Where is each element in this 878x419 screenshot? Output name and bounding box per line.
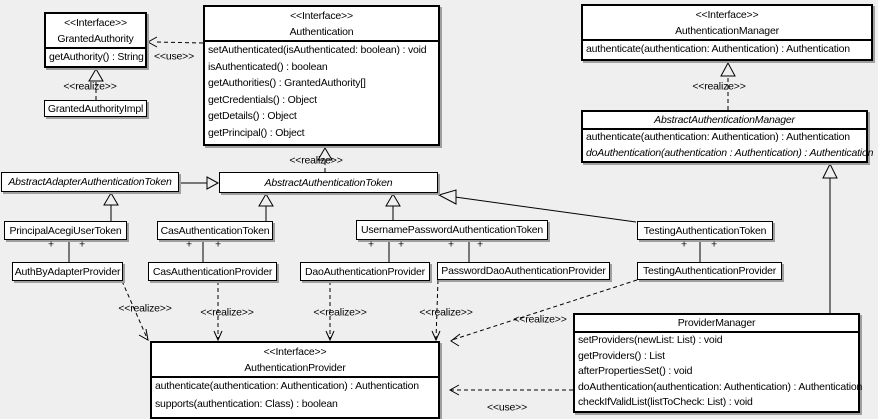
- class-name: PrincipalAcegiUserToken: [9, 224, 122, 237]
- realize-label: <<realize>>: [419, 306, 473, 319]
- class-name: CasAuthenticationProvider: [152, 265, 273, 278]
- realize-label: <<realize>>: [200, 306, 254, 319]
- association-plus: +: [711, 238, 717, 251]
- association-plus: +: [215, 238, 221, 251]
- method-label: authenticate(authentication: Authenticat…: [155, 380, 419, 392]
- class-password-dao-authentication-provider: PasswordDaoAuthenticationProvider: [437, 262, 610, 280]
- method-label: supports(authentication: Class) : boolea…: [155, 397, 338, 410]
- class-name: ProviderManager: [677, 317, 756, 329]
- realize-edge-abstractauthenticationtoken: [317, 147, 333, 172]
- class-name: AbstractAuthenticationToken: [264, 176, 393, 189]
- class-username-password-authentication-token: UsernamePasswordAuthenticationToken: [356, 220, 548, 240]
- class-cas-authentication-provider: CasAuthenticationProvider: [148, 262, 277, 281]
- realize-edge-casprovider: [213, 281, 223, 342]
- association-plus: +: [186, 238, 192, 251]
- class-granted-authority-impl: GrantedAuthorityImpl: [44, 100, 147, 117]
- generalization-edge-providermanager: [822, 162, 838, 313]
- association-plus: +: [368, 238, 374, 251]
- realize-edge-testingprovider: [450, 279, 638, 347]
- class-auth-by-adapter-provider: AuthByAdapterProvider: [12, 262, 123, 281]
- generalization-edge-castoken: [258, 193, 274, 221]
- method-label: doAuthentication(authentication: Authent…: [578, 380, 863, 393]
- class-testing-authentication-token: TestingAuthenticationToken: [637, 221, 773, 240]
- use-label: <<use>>: [153, 50, 195, 63]
- class-abstract-authentication-manager: AbstractAuthenticationManager authentica…: [581, 110, 874, 163]
- realize-edge-daoprovider: [325, 281, 335, 342]
- stereotype-label: <<Interface>>: [695, 9, 759, 21]
- association-plus: +: [398, 238, 404, 251]
- class-name: TestingAuthenticationToken: [643, 224, 767, 237]
- class-name: Authentication: [289, 26, 354, 38]
- realize-label: <<realize>>: [313, 306, 367, 319]
- generalization-edge-usernamepasswordtoken: [385, 193, 401, 220]
- class-abstract-adapter-authentication-token: AbstractAdapterAuthenticationToken: [1, 172, 179, 192]
- class-name: AuthenticationManager: [675, 25, 779, 37]
- association-plus: +: [48, 238, 54, 251]
- method-label: isAuthenticated() : boolean: [208, 60, 328, 73]
- method-label: getPrincipal() : Object: [208, 126, 305, 139]
- generalization-edge-testingtoken: [437, 189, 637, 223]
- class-name: AbstractAdapterAuthenticationToken: [8, 176, 172, 188]
- realize-edge-passworddaoprovider: [431, 279, 441, 342]
- class-authentication-manager: <<Interface>> AuthenticationManager auth…: [581, 4, 873, 61]
- class-name: UsernamePasswordAuthenticationToken: [360, 224, 544, 236]
- realize-label: <<realize>>: [63, 80, 117, 93]
- association-plus: +: [448, 238, 454, 251]
- class-dao-authentication-provider: DaoAuthenticationProvider: [300, 262, 430, 281]
- association-plus: +: [477, 238, 483, 251]
- association-plus: +: [79, 238, 85, 251]
- class-name: GrantedAuthorityImpl: [47, 102, 144, 115]
- method-label: doAuthentication(authentication : Authen…: [586, 146, 874, 159]
- method-label: setAuthenticated(isAuthenticated: boolea…: [208, 44, 427, 56]
- class-name: PasswordDaoAuthenticationProvider: [441, 265, 606, 277]
- class-testing-authentication-provider: TestingAuthenticationProvider: [637, 262, 782, 280]
- stereotype-label: <<Interface>>: [64, 17, 127, 29]
- method-label: setProviders(newList: List) : void: [578, 334, 723, 346]
- class-abstract-authentication-token: AbstractAuthenticationToken: [219, 172, 438, 193]
- use-label: <<use>>: [486, 401, 528, 414]
- stereotype-label: <<Interface>>: [290, 10, 353, 22]
- class-principal-acegi-user-token: PrincipalAcegiUserToken: [4, 221, 127, 240]
- class-name: AbstractAuthenticationManager: [654, 114, 795, 126]
- class-cas-authentication-token: CasAuthenticationToken: [157, 221, 273, 240]
- use-edge-providermanager: [448, 384, 573, 396]
- class-name: AuthenticationProvider: [244, 362, 346, 374]
- use-edge-authentication-grantedauthority: [146, 36, 204, 48]
- association-edges-token-provider: [68, 240, 701, 262]
- realize-edge-abstractauthenticationmanager: [720, 61, 736, 110]
- realize-edge-authbyadapterprovider: [121, 280, 149, 341]
- realize-edge-grantedauthorityimpl: [88, 68, 104, 100]
- method-label: authenticate(authentication: Authenticat…: [586, 131, 850, 143]
- class-name: AuthByAdapterProvider: [14, 265, 121, 278]
- method-label: getAuthority() : String: [49, 51, 144, 63]
- realize-label: <<realize>>: [289, 154, 343, 167]
- method-label: getProviders() : List: [578, 349, 665, 362]
- realize-label: <<realize>>: [513, 313, 567, 326]
- generalization-edge-principaltoken: [103, 192, 119, 221]
- class-name: TestingAuthenticationProvider: [642, 265, 777, 277]
- class-authentication-provider: <<Interface>> AuthenticationProvider aut…: [150, 341, 440, 419]
- realize-label: <<realize>>: [118, 302, 172, 315]
- method-label: getDetails() : Object: [208, 110, 297, 122]
- class-authentication: <<Interface>> Authentication setAuthenti…: [203, 5, 440, 146]
- method-label: getCredentials() : Object: [208, 93, 317, 106]
- method-label: authenticate(authentication: Authenticat…: [586, 43, 850, 55]
- realize-label: <<realize>>: [692, 80, 746, 93]
- class-provider-manager: ProviderManager setProviders(newList: Li…: [573, 313, 863, 413]
- class-name: GrantedAuthority: [57, 33, 134, 45]
- method-label: afterPropertiesSet() : void: [578, 365, 693, 378]
- association-plus: +: [681, 238, 687, 251]
- class-name: DaoAuthenticationProvider: [305, 265, 425, 278]
- method-label: checkIfValidList(listToCheck: List) : vo…: [578, 396, 753, 409]
- method-label: getAuthorities() : GrantedAuthority[]: [208, 77, 366, 89]
- stereotype-label: <<Interface>>: [263, 346, 327, 358]
- class-name: CasAuthenticationToken: [160, 224, 270, 237]
- generalization-edge-abstractadapter: [179, 176, 220, 190]
- class-granted-authority: <<Interface>> GrantedAuthority getAuthor…: [44, 12, 147, 68]
